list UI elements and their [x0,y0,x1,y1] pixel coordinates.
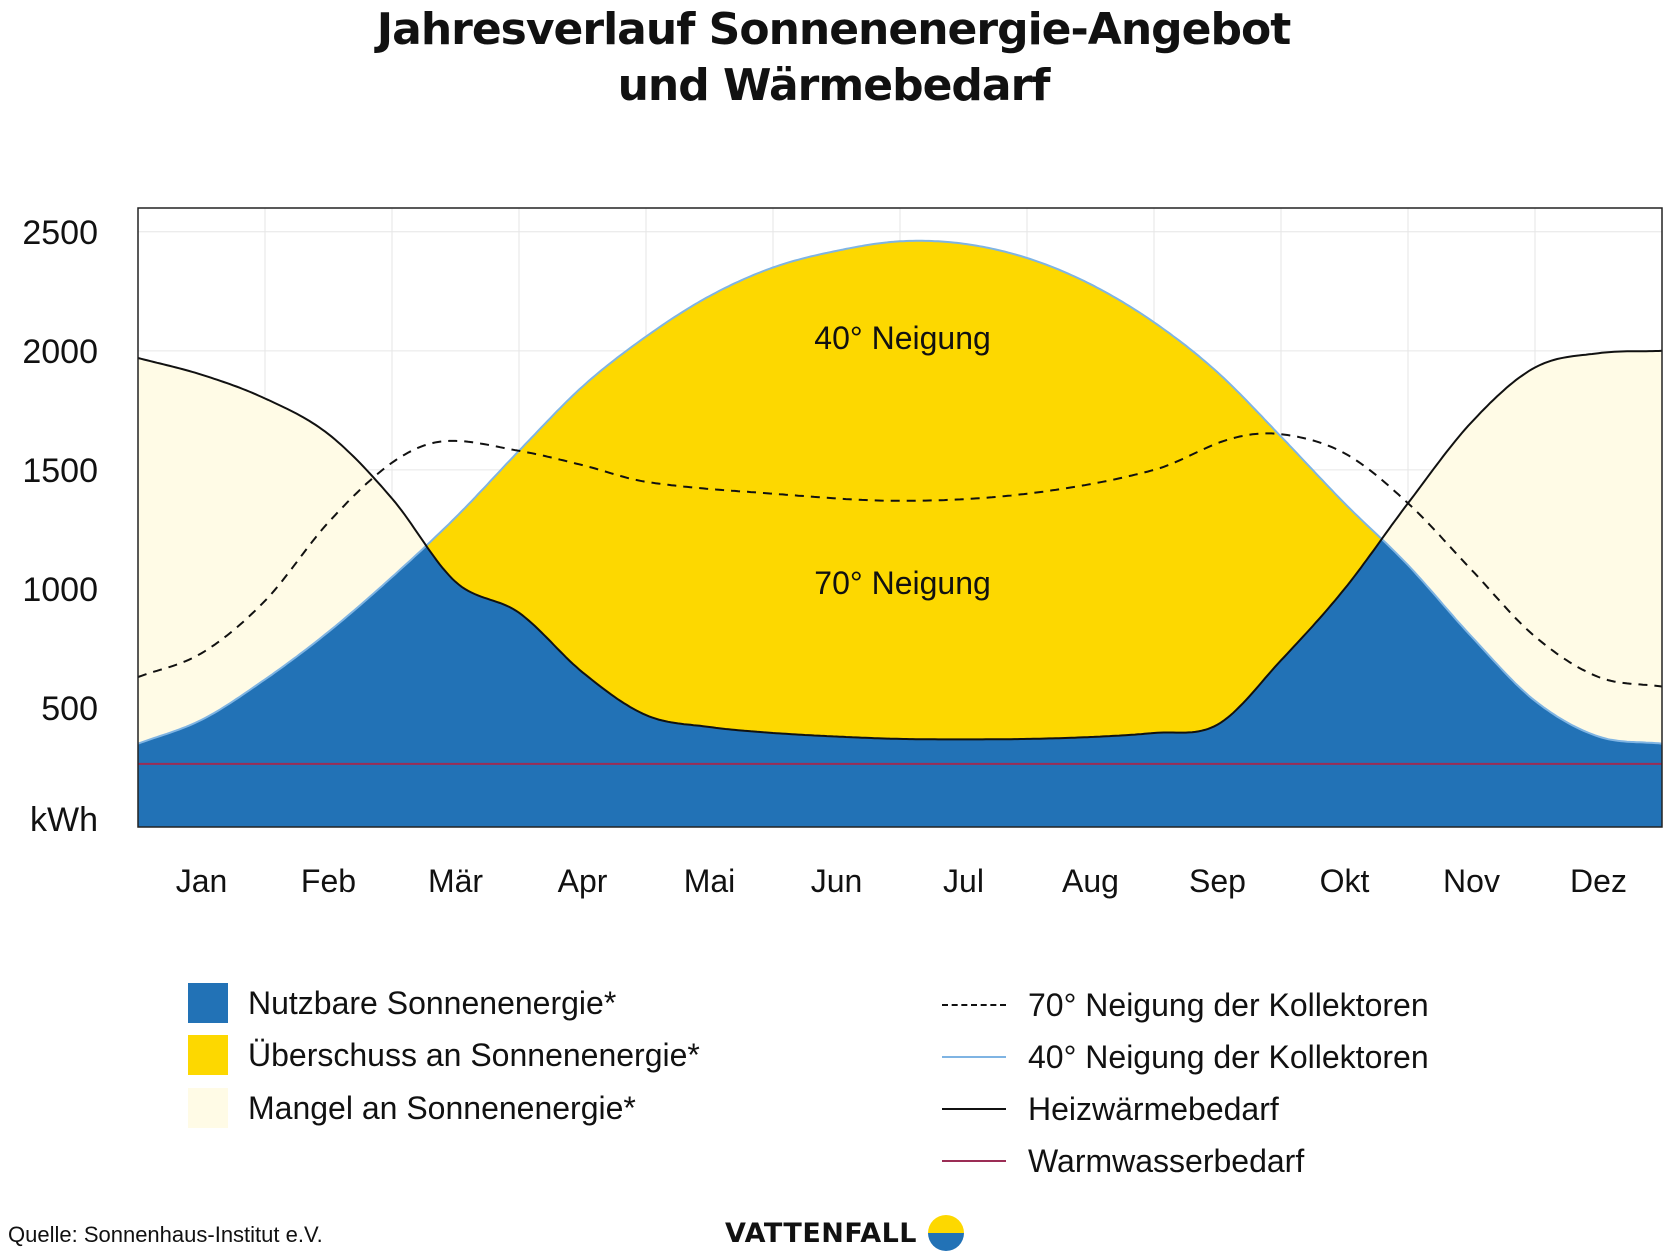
legend-label-ueberschuss: Überschuss an Sonnenenergie* [248,1036,700,1073]
legend-item-nutzbar: Nutzbare Sonnenenergie* [188,983,616,1023]
y-tick-label: 500 [41,690,98,728]
legend-label-nutzbar: Nutzbare Sonnenenergie* [248,984,617,1021]
x-tick-label: Mär [428,863,483,899]
y-tick-label: 1500 [22,452,98,490]
area-ueberschuss [138,240,1662,740]
brand-name: VATTENFALL [725,1217,918,1249]
y-tick-label: 2000 [22,333,98,371]
legend-item-mangel: Mangel an Sonnenenergie* [188,1088,636,1128]
annotation-40-neigung: 40° Neigung [814,320,990,356]
legend-item-heizwaerme: Heizwärmebedarf [942,1089,1279,1129]
x-tick-label: Feb [301,863,356,899]
legend-key-dashed [942,1004,1006,1006]
line-70-neigung [137,432,1663,688]
x-tick-label: Aug [1062,863,1119,899]
legend-swatch-mangel [188,1088,228,1128]
legend-key-black [942,1108,1006,1110]
x-tick-label: Jun [811,863,863,899]
y-tick-label: 1000 [22,571,98,609]
legend-label-mangel: Mangel an Sonnenenergie* [248,1089,636,1126]
x-tick-label: Jan [176,863,228,899]
legend-key-light-blue [942,1056,1006,1058]
vattenfall-logo-icon [928,1215,965,1251]
legend-swatch-ueberschuss [188,1035,228,1075]
chart-title: Jahresverlauf Sonnenenergie-Angebot und … [0,2,1667,114]
annotation-70-neigung: 70° Neigung [814,565,990,601]
source-note: Quelle: Sonnenhaus-Institut e.V. [8,1222,323,1247]
y-tick-label: 2500 [22,214,98,252]
x-tick-label: Sep [1189,863,1246,899]
legend-label-40-neigung: 40° Neigung der Kollektoren [1028,1038,1429,1075]
x-tick-label: Mai [684,863,736,899]
x-tick-label: Dez [1570,863,1627,899]
brand-logo: VATTENFALL [725,1214,965,1252]
legend-item-ueberschuss: Überschuss an Sonnenenergie* [188,1035,700,1075]
x-tick-label: Apr [558,863,608,899]
x-tick-label: Jul [943,863,984,899]
y-unit-label: kWh [30,801,98,839]
legend-item-70-neigung: 70° Neigung der Kollektoren [942,985,1429,1025]
x-tick-label: Okt [1320,863,1370,899]
legend-item-warmwasser: Warmwasserbedarf [942,1141,1304,1181]
chart-title-line-1: Jahresverlauf Sonnenenergie-Angebot [376,4,1292,55]
legend-swatch-nutzbar [188,983,228,1023]
legend-label-warmwasser: Warmwasserbedarf [1028,1142,1305,1179]
x-tick-label: Nov [1443,863,1500,899]
plot-frame [137,207,1663,828]
chart-title-line-2: und Wärmebedarf [617,60,1051,111]
legend-key-red [942,1160,1006,1162]
legend-item-40-neigung: 40° Neigung der Kollektoren [942,1037,1429,1077]
area-nutzbar [138,539,1662,827]
legend-label-heizwaerme: Heizwärmebedarf [1028,1090,1279,1127]
line-40-neigung [137,239,1663,745]
legend-label-70-neigung: 70° Neigung der Kollektoren [1028,986,1429,1023]
